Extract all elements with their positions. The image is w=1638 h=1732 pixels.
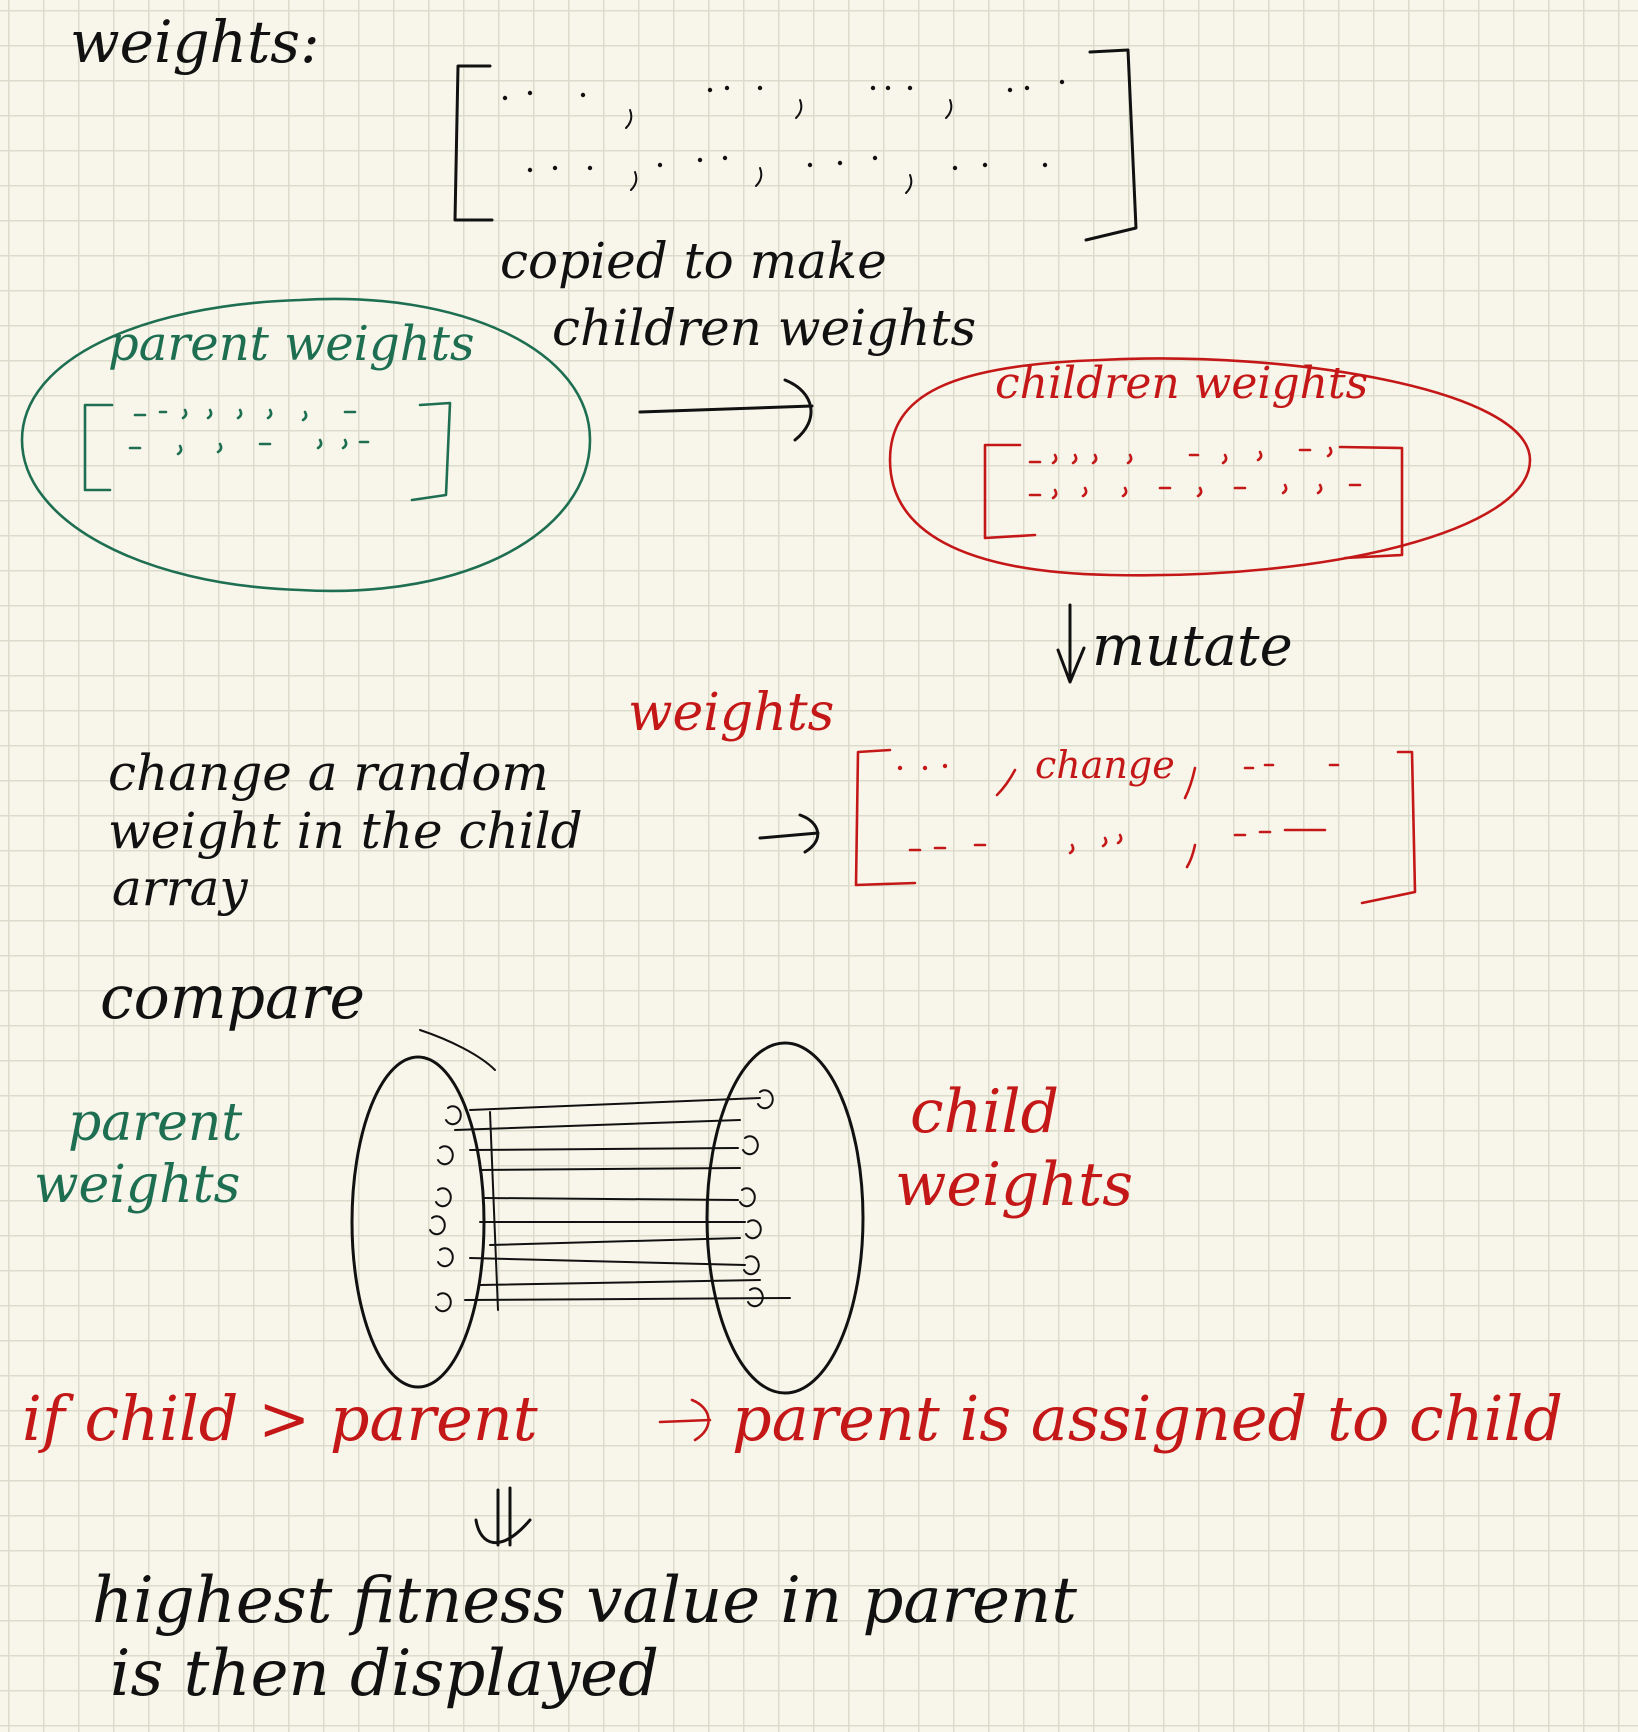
- copied-label-line-1: copied to make: [500, 232, 887, 290]
- children-matrix-left-bracket: [983, 443, 1037, 540]
- parent-matrix-dots: [128, 408, 370, 456]
- parent-node-set-stroke: [419, 1029, 496, 1071]
- matrix-placeholder-dots: [502, 79, 1065, 194]
- parent-weights-label: parent weights: [108, 316, 475, 372]
- rule-arrow: [658, 1398, 712, 1442]
- mutation-desc-line-1: change a random: [108, 744, 549, 802]
- children-oval: [888, 357, 1532, 577]
- mutated-weights-label: weights: [628, 683, 834, 743]
- parent-matrix-left-bracket: [83, 403, 114, 492]
- compare-title: compare: [100, 963, 365, 1033]
- copied-label-line-2: children weights: [552, 299, 976, 357]
- children-matrix-dots: [1028, 446, 1362, 500]
- copy-arrow: [638, 378, 814, 442]
- rule-condition: if child > parent: [22, 1382, 538, 1455]
- mutated-matrix: change: [854, 743, 1417, 905]
- children-weights-group: children weights: [888, 357, 1532, 577]
- matrix-right-bracket: [1084, 48, 1138, 242]
- mutated-matrix-left-bracket: [854, 748, 917, 887]
- mutation-desc-line-2: weight in the child: [108, 802, 583, 860]
- compare-child-line-2: weights: [895, 1150, 1133, 1220]
- compare-child-line-1: child: [910, 1077, 1059, 1147]
- changed-weight-cell: change: [1035, 743, 1175, 787]
- children-weights-label: children weights: [995, 358, 1368, 409]
- parent-weights-group: parent weights: [20, 297, 592, 593]
- rule-result: parent is assigned to child: [732, 1382, 1563, 1455]
- child-nodes: [739, 1089, 774, 1308]
- parent-oval: [20, 297, 592, 593]
- connection-lines: [454, 1097, 791, 1311]
- children-matrix-right-bracket: [1338, 445, 1404, 560]
- result-line-2: is then displayed: [110, 1637, 659, 1711]
- parent-node-set: [350, 1055, 486, 1389]
- compare-parent-line-1: parent: [68, 1093, 242, 1153]
- parent-matrix-right-bracket: [410, 401, 452, 502]
- matrix-left-bracket: [453, 64, 494, 222]
- mutated-matrix-right-bracket: [1360, 750, 1417, 905]
- child-node-set: [705, 1041, 865, 1395]
- mutation-arrow: [758, 813, 820, 854]
- result-line-1: highest fitness value in parent: [92, 1564, 1077, 1638]
- mutate-label: mutate: [1092, 614, 1293, 679]
- compare-graph: [350, 1029, 865, 1395]
- mutate-arrow: [1056, 603, 1086, 684]
- result-arrow: [474, 1486, 532, 1547]
- mutation-desc-line-3: array: [112, 859, 248, 917]
- mutated-matrix-dots: [897, 763, 1340, 869]
- compare-parent-line-2: weights: [34, 1155, 240, 1215]
- weights-title: weights:: [70, 8, 320, 76]
- weights-matrix: [453, 48, 1138, 242]
- parent-nodes: [429, 1105, 462, 1313]
